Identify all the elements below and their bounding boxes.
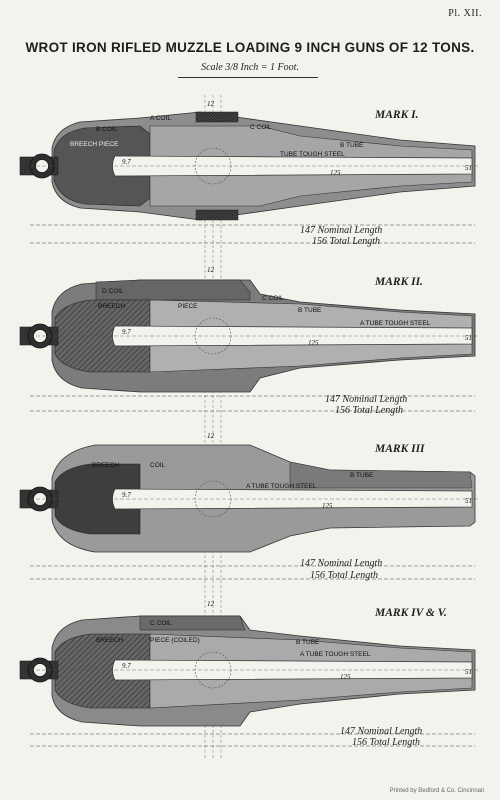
- part-label: BREECH PIECE: [70, 141, 119, 148]
- scale-note: Scale 3/8 Inch = 1 Foot.: [201, 62, 299, 73]
- gun-mark-1: MARK I. A COIL B COIL C COIL B TUBE BREE…: [19, 100, 480, 247]
- total-length: 156 Total Length: [352, 737, 420, 748]
- nominal-length: 147 Nominal Length: [325, 394, 407, 405]
- dimension-label: 125: [322, 502, 333, 510]
- dimension-label: 125: [308, 339, 319, 347]
- nominal-length: 147 Nominal Length: [300, 225, 382, 236]
- mark-title: MARK II.: [374, 276, 423, 288]
- gun-mark-2: MARK II. D COIL BREECH PIECE C COIL B TU…: [19, 266, 480, 416]
- part-label: COIL: [150, 462, 166, 469]
- gun-mark-4-5: MARK IV & V. C COIL BREECH PIECE (COILED…: [19, 600, 480, 748]
- part-label: D COIL: [102, 288, 124, 295]
- dimension-label: 51: [465, 497, 472, 505]
- dimension-label: 51: [465, 334, 472, 342]
- dimension-label: 125: [340, 673, 351, 681]
- part-label: B TUBE: [340, 142, 364, 149]
- mark-title: MARK III: [374, 443, 425, 455]
- mark-title: MARK I.: [374, 109, 418, 121]
- plate-title: WROT IRON RIFLED MUZZLE LOADING 9 INCH G…: [25, 40, 475, 55]
- mark-title: MARK IV & V.: [374, 607, 447, 619]
- part-label: A COIL: [150, 115, 171, 122]
- part-label: PIECE: [178, 303, 198, 310]
- dimension-label: 51: [465, 164, 472, 172]
- dimension-label: 9.7: [122, 662, 131, 670]
- total-length: 156 Total Length: [310, 570, 378, 581]
- dimension-label: 125: [330, 169, 341, 177]
- scale-underline: [178, 77, 318, 78]
- part-label: A TUBE TOUGH STEEL: [300, 651, 371, 658]
- dimension-label: 12: [207, 100, 215, 108]
- dimension-label: 12: [207, 266, 215, 274]
- dimension-label: 51: [465, 668, 472, 676]
- plate-number: Pl. XII.: [448, 8, 482, 19]
- dimension-label: 12: [207, 600, 215, 608]
- part-label: A TUBE TOUGH STEEL: [246, 483, 317, 490]
- part-label: C COIL: [250, 124, 272, 131]
- part-label: C COIL: [262, 295, 284, 302]
- part-label: C COIL: [150, 620, 172, 627]
- total-length: 156 Total Length: [335, 405, 403, 416]
- part-label: B COIL: [96, 126, 118, 133]
- part-label: BREECH: [98, 303, 125, 310]
- printer-credit: Printed by Bedford & Co. Cincinnati: [389, 788, 484, 794]
- nominal-length: 147 Nominal Length: [300, 558, 382, 569]
- total-length: 156 Total Length: [312, 236, 380, 247]
- part-label: TUBE TOUGH STEEL: [280, 151, 345, 158]
- part-label: B TUBE: [296, 639, 320, 646]
- part-label: PIECE (COILED): [150, 637, 200, 644]
- gun-mark-3: MARK III BREECH COIL B TUBE A TUBE TOUGH…: [19, 432, 480, 581]
- part-label: BREECH: [96, 637, 123, 644]
- dimension-label: 9.7: [122, 158, 131, 166]
- dimension-label: 12: [207, 432, 215, 440]
- part-label: B TUBE: [350, 472, 374, 479]
- dimension-label: 9.7: [122, 491, 131, 499]
- nominal-length: 147 Nominal Length: [340, 726, 422, 737]
- part-label: BREECH: [92, 462, 119, 469]
- dimension-label: 9.7: [122, 328, 131, 336]
- part-label: B TUBE: [298, 307, 322, 314]
- part-label: A TUBE TOUGH STEEL: [360, 320, 431, 327]
